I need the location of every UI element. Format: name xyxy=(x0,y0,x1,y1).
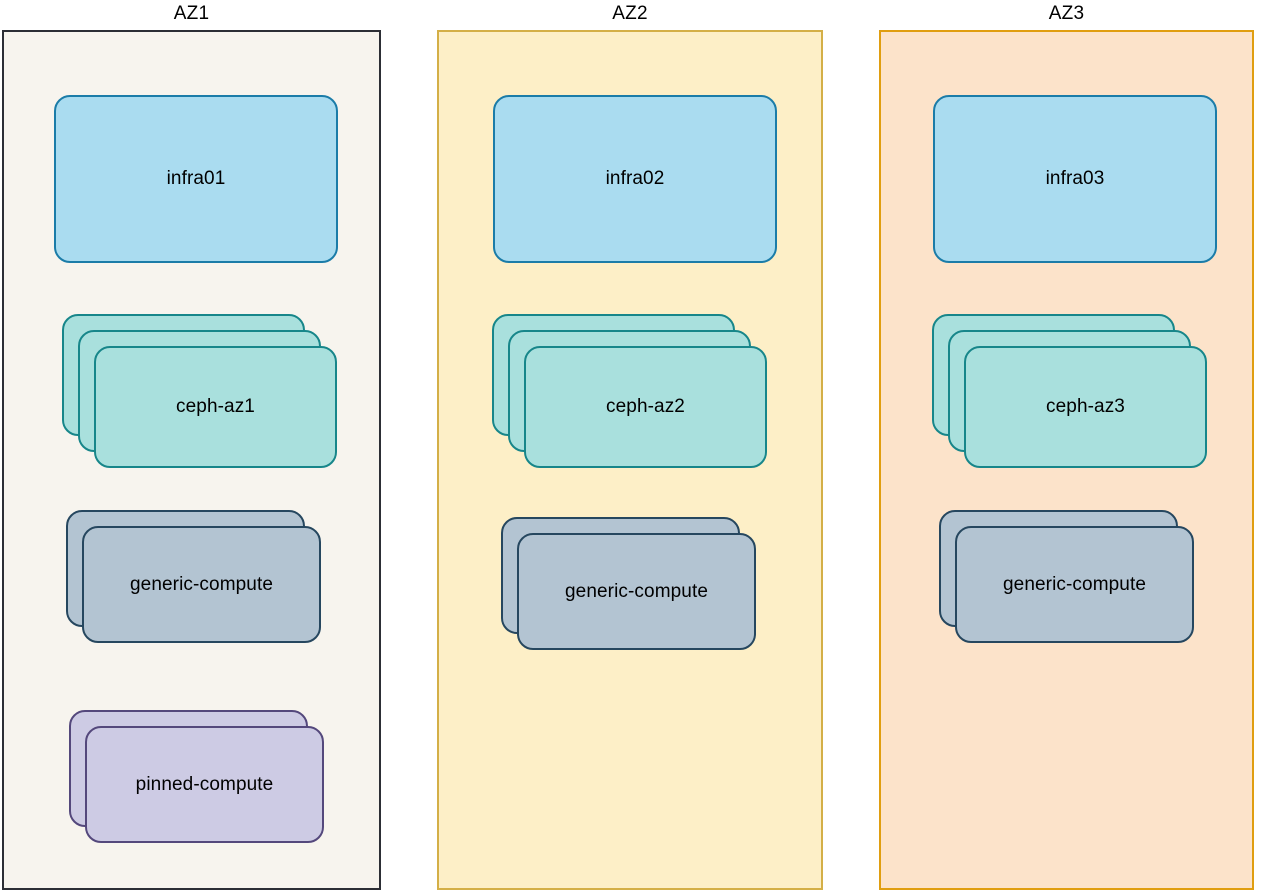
node-group-az1-generic-compute[interactable]: generic-compute xyxy=(66,510,321,643)
node-label-az1-ceph: ceph-az1 xyxy=(176,396,255,417)
az-column-az3: AZ3 infra03 ceph-az3 generic-compute xyxy=(879,0,1254,896)
node-label-az1-infra01: infra01 xyxy=(166,168,226,189)
az-title-az1: AZ1 xyxy=(173,3,210,24)
node-card-az1-generic-compute[interactable]: generic-compute xyxy=(82,526,321,643)
node-card-az2-generic-compute[interactable]: generic-compute xyxy=(517,533,756,650)
node-label-az2-generic-compute: generic-compute xyxy=(564,580,709,602)
node-group-az2-generic-compute[interactable]: generic-compute xyxy=(501,517,756,650)
node-label-az2-infra02: infra02 xyxy=(605,168,665,189)
node-card-az2-ceph[interactable]: ceph-az2 xyxy=(524,346,767,468)
az-container-az2[interactable]: infra02 ceph-az2 generic-compute xyxy=(437,30,823,890)
az-column-az1: AZ1 infra01 ceph-az1 generic-compute pinned-… xyxy=(2,0,381,896)
node-label-az1-generic-compute: generic-compute xyxy=(129,573,274,595)
node-group-az1-pinned-compute[interactable]: pinned-compute xyxy=(69,710,324,843)
node-group-az1-infra01[interactable]: infra01 xyxy=(54,95,338,263)
node-group-az1-ceph[interactable]: ceph-az1 xyxy=(62,314,337,468)
az-container-az3[interactable]: infra03 ceph-az3 generic-compute xyxy=(879,30,1254,890)
node-group-az2-ceph[interactable]: ceph-az2 xyxy=(492,314,767,468)
node-label-az3-infra03: infra03 xyxy=(1045,168,1105,189)
node-card-az1-infra01[interactable]: infra01 xyxy=(54,95,338,263)
node-card-az1-ceph[interactable]: ceph-az1 xyxy=(94,346,337,468)
az-container-az1[interactable]: infra01 ceph-az1 generic-compute pinned-com… xyxy=(2,30,381,890)
node-card-az2-infra02[interactable]: infra02 xyxy=(493,95,777,263)
node-card-az1-pinned-compute[interactable]: pinned-compute xyxy=(85,726,324,843)
node-group-az3-infra03[interactable]: infra03 xyxy=(933,95,1217,263)
node-label-az3-ceph: ceph-az3 xyxy=(1046,396,1125,417)
node-label-az1-pinned-compute: pinned-compute xyxy=(135,773,274,795)
az-title-az2: AZ2 xyxy=(612,3,648,24)
node-card-az3-infra03[interactable]: infra03 xyxy=(933,95,1217,263)
node-group-az3-ceph[interactable]: ceph-az3 xyxy=(932,314,1207,468)
node-group-az3-generic-compute[interactable]: generic-compute xyxy=(939,510,1194,643)
node-label-az2-ceph: ceph-az2 xyxy=(606,396,685,417)
node-card-az3-generic-compute[interactable]: generic-compute xyxy=(955,526,1194,643)
node-label-az3-generic-compute: generic-compute xyxy=(1002,573,1147,595)
az-title-az3: AZ3 xyxy=(1048,3,1085,24)
node-card-az3-ceph[interactable]: ceph-az3 xyxy=(964,346,1207,468)
node-group-az2-infra02[interactable]: infra02 xyxy=(493,95,777,263)
az-column-az2: AZ2 infra02 ceph-az2 generic-compute xyxy=(437,0,823,896)
